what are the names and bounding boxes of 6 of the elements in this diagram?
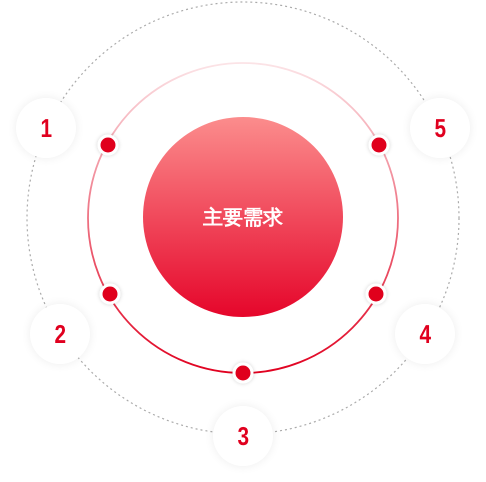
- center-title: 主要需求: [203, 204, 283, 230]
- number-label: 5: [434, 112, 446, 144]
- number-label: 3: [237, 420, 249, 452]
- number-label: 4: [419, 318, 431, 350]
- number-label: 1: [40, 112, 52, 144]
- number-label: 2: [54, 318, 66, 350]
